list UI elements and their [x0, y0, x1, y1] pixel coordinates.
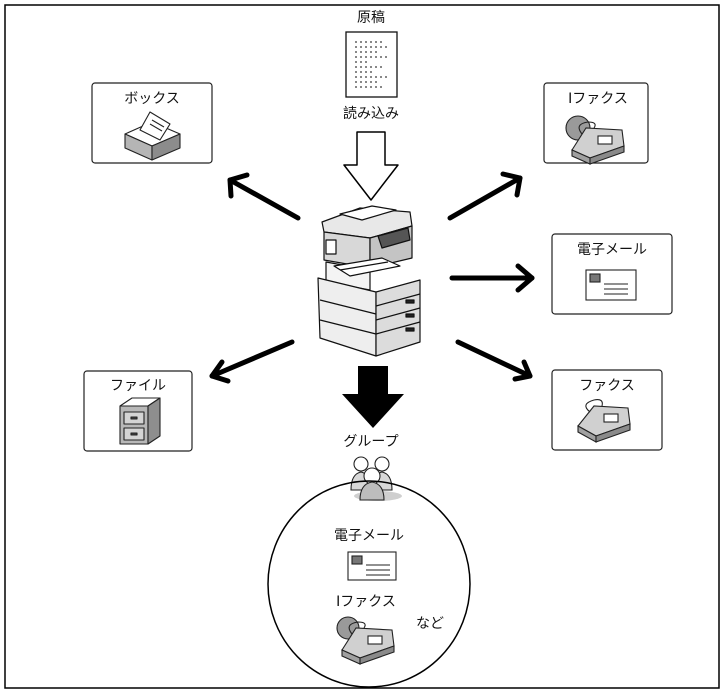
scan-arrow [343, 131, 399, 201]
arrow-to-fax [455, 339, 533, 382]
copier-machine-icon [317, 205, 421, 357]
fax-destination: ファクス [551, 369, 663, 451]
group-ifax-label: Iファクス [336, 594, 396, 610]
source-title: 原稿 [357, 10, 385, 26]
group-etc-label: など [416, 616, 444, 632]
box-label: ボックス [124, 91, 180, 107]
ifax-label: Iファクス [568, 91, 628, 107]
group-email-label: 電子メール [334, 528, 404, 544]
file-cabinet-icon [119, 397, 161, 445]
envelope-icon [585, 269, 637, 301]
group-people-icon [350, 456, 402, 501]
outer-frame [4, 4, 720, 689]
box-destination: ボックス [91, 82, 213, 164]
arrow-to-ifax [447, 171, 523, 221]
arrow-to-file [209, 339, 295, 384]
group-circle [267, 480, 471, 688]
arrow-to-box [227, 172, 301, 221]
arrow-to-email [449, 263, 535, 293]
group-title: グループ [343, 434, 398, 450]
document-icon [345, 31, 398, 98]
file-label: ファイル [110, 378, 166, 394]
fax-machine-icon [577, 399, 631, 443]
fax-label: ファクス [579, 378, 635, 394]
email-destination: 電子メール [551, 233, 673, 315]
scan-label: 読み込み [343, 105, 399, 122]
group-envelope-icon [347, 551, 397, 581]
arrow-to-group [342, 366, 404, 428]
email-label: 電子メール [577, 242, 647, 258]
ifax-machine-icon [565, 115, 625, 165]
mailbox-tray-icon [124, 111, 181, 161]
ifax-destination: Iファクス [543, 82, 649, 165]
group-ifax-machine-icon [336, 616, 395, 665]
file-destination: ファイル [83, 370, 193, 452]
